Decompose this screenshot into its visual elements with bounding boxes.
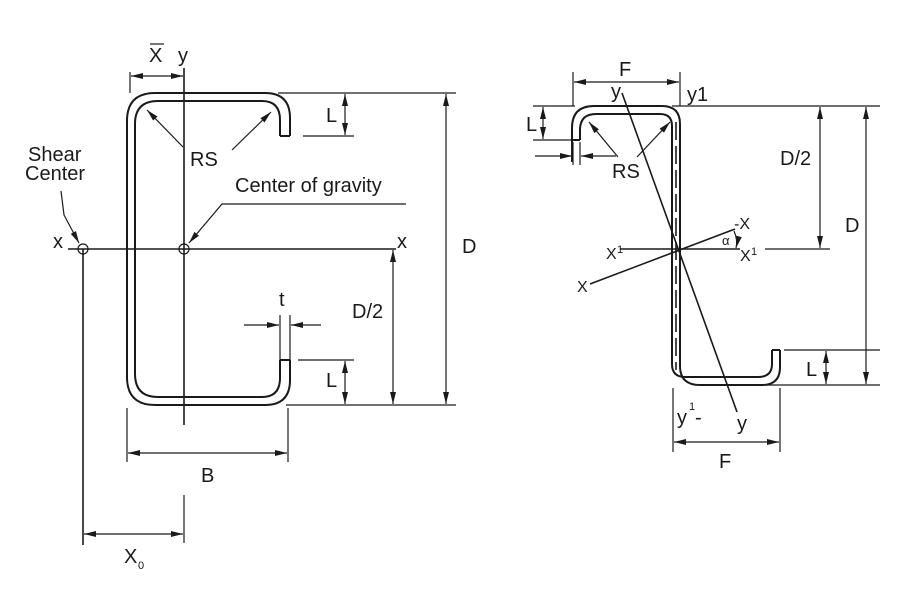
z-rs-leader-left xyxy=(588,121,619,158)
d-label: D xyxy=(462,236,476,258)
x-axis-label-left: x xyxy=(53,231,63,253)
x1-right-sup: 1 xyxy=(751,246,757,258)
z-rs-leader-right xyxy=(636,121,671,158)
y1-label-top: y1 xyxy=(687,84,708,106)
x1-left-label: X xyxy=(606,246,617,263)
rs-label: RS xyxy=(190,149,218,171)
d-half-label: D/2 xyxy=(352,301,383,323)
l-bottom-label: L xyxy=(326,370,337,392)
x-axis-label-right: x xyxy=(397,231,407,253)
shear-center-leader xyxy=(60,190,80,244)
y-axis-label-top: y xyxy=(178,45,188,67)
shear-center-label-1: Shear xyxy=(28,144,82,166)
z-profile-inner xyxy=(579,113,773,378)
y-bottom-label: y xyxy=(737,413,747,435)
z-l-top-label: L xyxy=(526,114,537,136)
z-l-bottom-label: L xyxy=(806,359,817,381)
y-axis-label-top: y xyxy=(611,81,621,103)
cg-leader xyxy=(188,203,406,244)
y1-bottom-dash: - xyxy=(695,407,702,429)
shear-center-label-2: Center xyxy=(25,163,85,185)
x0-subscript: 0 xyxy=(138,560,144,572)
z-rs-label: RS xyxy=(612,161,640,183)
neg-x-label: -X xyxy=(734,216,750,233)
z-d-label: D xyxy=(845,215,859,237)
x-principal-axis xyxy=(589,228,736,285)
y1-bottom-sup: 1 xyxy=(689,401,695,413)
x0-label: X xyxy=(124,546,137,568)
c-section: X y RS L Shear Center Center of gravity … xyxy=(25,43,476,572)
z-section: F y y1 L RS D/2 D X 1 X 1 -X X xyxy=(526,59,880,473)
x-bottom-label: X xyxy=(577,279,588,296)
cg-marker xyxy=(178,243,190,255)
b-label: B xyxy=(201,465,214,487)
x1-right-label: X xyxy=(740,248,751,265)
alpha-label: α xyxy=(722,233,730,248)
f-top-label: F xyxy=(619,59,631,81)
xbar-label: X xyxy=(149,45,162,67)
y-principal-axis xyxy=(621,92,738,413)
y1-bottom-label: y xyxy=(677,407,687,429)
l-top-label: L xyxy=(326,105,337,127)
center-of-gravity-label: Center of gravity xyxy=(235,175,382,197)
f-bottom-label: F xyxy=(719,451,731,473)
rs-leader-right xyxy=(231,111,272,151)
t-label: t xyxy=(279,289,285,311)
x1-left-sup: 1 xyxy=(617,244,623,256)
alpha-arc xyxy=(733,230,742,249)
z-d-half-label: D/2 xyxy=(780,148,811,170)
rs-leader-left xyxy=(146,109,184,148)
z-profile-outer xyxy=(571,105,781,386)
